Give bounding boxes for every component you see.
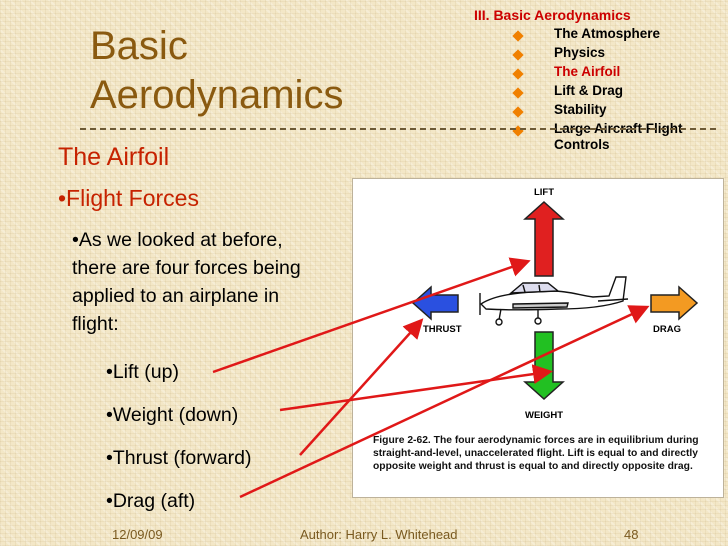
toc-list: The Atmosphere Physics The Airfoil Lift … (512, 26, 724, 153)
footer-page-number: 48 (624, 527, 639, 542)
toc-item-stability: Stability (512, 102, 724, 121)
slide-title-line2: Aerodynamics (90, 73, 344, 117)
slide-title-line1: Basic (90, 24, 188, 68)
drag-arrow-icon (650, 285, 699, 321)
pointer-drag (239, 305, 650, 499)
section-title: The Airfoil (58, 143, 170, 171)
thrust-label: THRUST (423, 324, 462, 335)
force-item-weight: •Weight (down) (106, 404, 239, 426)
footer-date: 12/09/09 (112, 527, 163, 542)
toc-item-physics: Physics (512, 45, 724, 64)
pointer-thrust (299, 318, 424, 456)
toc-heading: III. Basic Aerodynamics (474, 7, 631, 23)
force-item-lift: •Lift (up) (106, 361, 179, 383)
lift-label: LIFT (534, 187, 554, 198)
drag-label: DRAG (653, 324, 681, 335)
weight-label: WEIGHT (525, 410, 563, 421)
pointer-lift (212, 257, 531, 374)
forces-diagram: LIFT WEIGHT THRUST DRAG Figure 2-62. The… (373, 187, 699, 472)
figure-caption: Figure 2-62. The four aerodynamic forces… (373, 435, 699, 472)
toc-item-airfoil: The Airfoil (512, 64, 724, 83)
force-item-drag: •Drag (aft) (106, 490, 196, 512)
toc-item-atmosphere: The Atmosphere (512, 26, 724, 45)
bullet-flight-forces: •Flight Forces (58, 185, 199, 211)
bullet-intro-text: •As we looked at before, there are four … (72, 229, 301, 335)
force-item-thrust: •Thrust (forward) (106, 447, 252, 469)
footer-author: Author: Harry L. Whitehead (300, 527, 458, 542)
thrust-arrow-icon (411, 285, 459, 321)
title-divider (80, 128, 716, 130)
toc-item-lift-drag: Lift & Drag (512, 83, 724, 102)
airplane-icon (479, 276, 629, 326)
slide-title: Basic Aerodynamics (90, 22, 343, 120)
pointer-weight (279, 364, 553, 412)
lift-arrow-icon (523, 200, 565, 277)
